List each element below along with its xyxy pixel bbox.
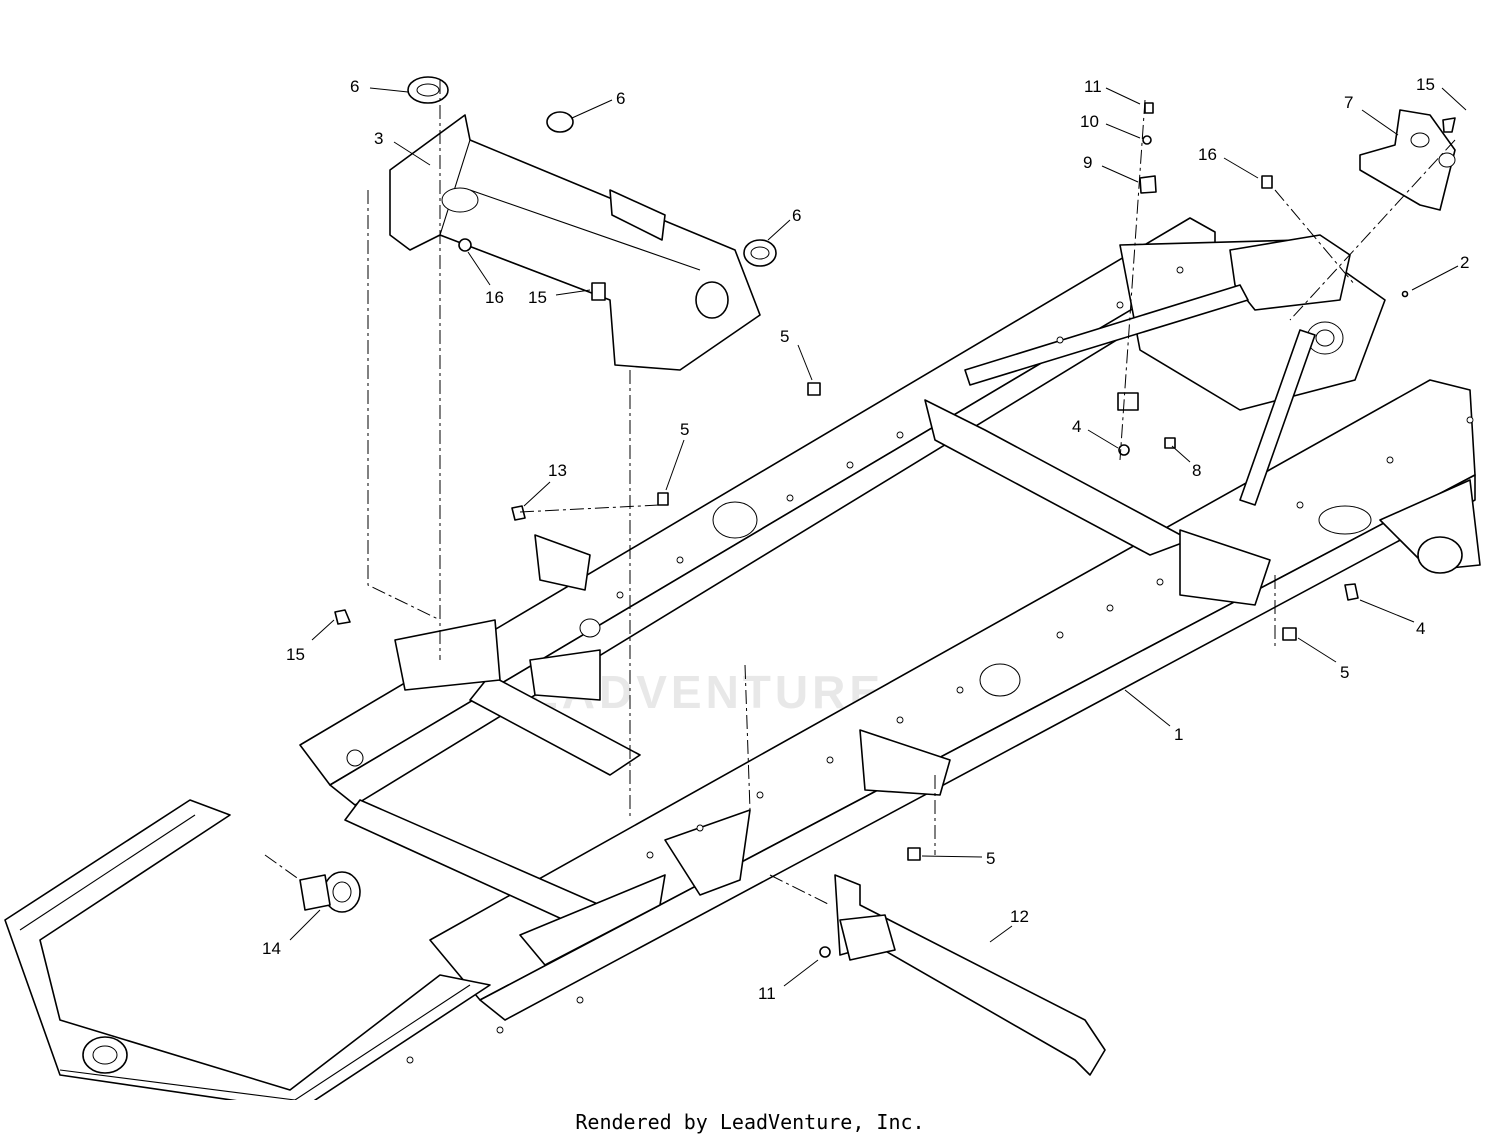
callout-6: 6 [350, 77, 359, 96]
callout-15: 15 [286, 645, 305, 664]
callout-3: 3 [374, 129, 383, 148]
callout-11: 11 [1084, 77, 1102, 96]
callout-labels: 6 3 6 6 16 15 11 10 9 16 7 15 2 5 5 4 8 … [262, 75, 1469, 1003]
hardware [334, 76, 1456, 958]
exploded-frame-drawing: LEADVENTURE [4, 75, 1481, 1100]
callout-5: 5 [1340, 663, 1349, 682]
horn [299, 871, 361, 913]
callout-4: 4 [1416, 619, 1425, 638]
callout-7: 7 [1344, 93, 1353, 112]
callout-5: 5 [986, 849, 995, 868]
seat-mount-bracket [389, 114, 761, 371]
callout-5: 5 [780, 327, 789, 346]
callout-15: 15 [1416, 75, 1435, 94]
callout-5: 5 [680, 420, 689, 439]
callout-4: 4 [1072, 417, 1081, 436]
callout-14: 14 [262, 939, 281, 958]
callout-2: 2 [1460, 253, 1469, 272]
assembly-lines [264, 80, 1456, 906]
callout-8: 8 [1192, 461, 1201, 480]
front-hitch-bar [834, 874, 1106, 1076]
callout-15: 15 [528, 288, 547, 307]
callout-10: 10 [1080, 112, 1099, 131]
callout-16: 16 [1198, 145, 1217, 164]
callout-9: 9 [1083, 153, 1092, 172]
callout-6: 6 [792, 206, 801, 225]
main-frame [4, 217, 1481, 1100]
callout-13: 13 [548, 461, 567, 480]
callout-6: 6 [616, 89, 625, 108]
callout-11: 11 [758, 984, 776, 1003]
callout-1: 1 [1174, 725, 1183, 744]
engine-mount-plate [1359, 109, 1456, 211]
leader-lines [289, 87, 1467, 987]
callout-16: 16 [485, 288, 504, 307]
callout-12: 12 [1010, 907, 1029, 926]
render-credit: Rendered by LeadVenture, Inc. [575, 1110, 925, 1134]
